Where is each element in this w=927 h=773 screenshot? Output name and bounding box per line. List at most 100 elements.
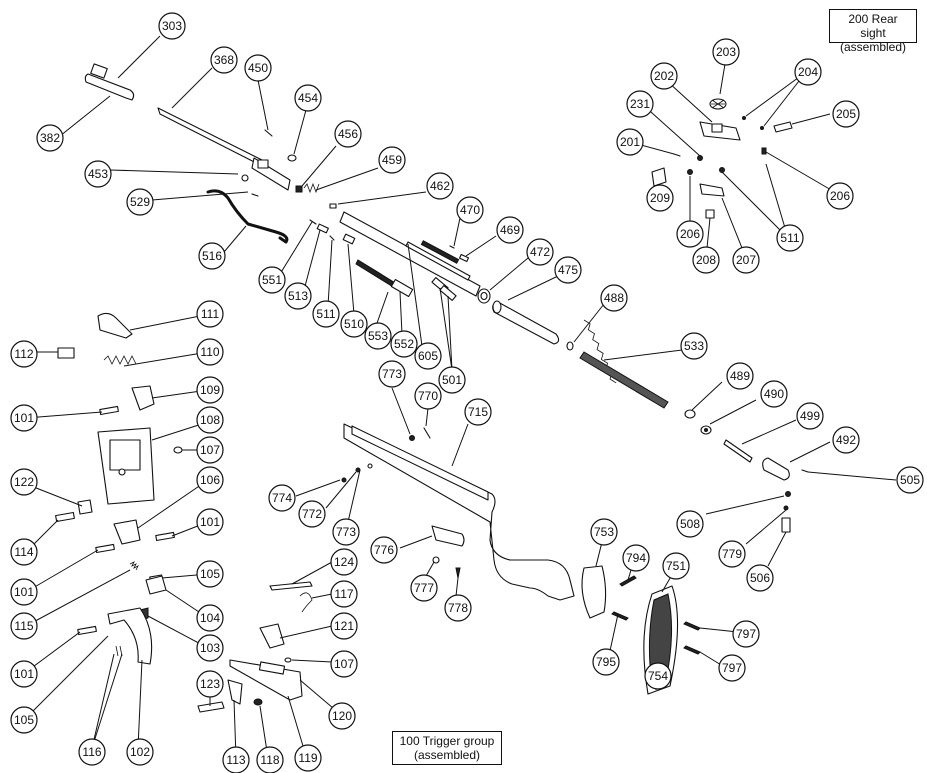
svg-text:551: 551 xyxy=(262,273,282,287)
svg-text:779: 779 xyxy=(722,547,742,561)
svg-text:754: 754 xyxy=(648,669,668,683)
callout-113: 113 xyxy=(222,746,250,773)
callout-456: 456 xyxy=(334,120,362,148)
callout-501: 501 xyxy=(438,366,466,394)
svg-text:231: 231 xyxy=(630,97,650,111)
callout-777: 777 xyxy=(410,574,438,602)
callout-794: 794 xyxy=(622,544,650,572)
callout-204: 204 xyxy=(794,58,822,86)
callout-201: 201 xyxy=(616,128,644,156)
svg-text:112: 112 xyxy=(14,347,33,361)
svg-text:492: 492 xyxy=(836,433,856,447)
callout-773-a: 773 xyxy=(378,360,406,388)
svg-text:120: 120 xyxy=(332,709,352,723)
trigger-group-label: 100 Trigger group (assembled) xyxy=(392,731,502,765)
callout-205: 205 xyxy=(832,100,860,128)
callout-499: 499 xyxy=(796,402,824,430)
callout-118: 118 xyxy=(256,746,284,773)
svg-text:553: 553 xyxy=(368,329,388,343)
svg-text:529: 529 xyxy=(130,195,150,209)
callout-106: 106 xyxy=(196,466,224,494)
callout-450: 450 xyxy=(244,54,272,82)
svg-text:475: 475 xyxy=(558,263,578,277)
callout-513: 513 xyxy=(284,282,312,310)
svg-text:510: 510 xyxy=(344,317,364,331)
svg-text:103: 103 xyxy=(200,641,220,655)
svg-text:797: 797 xyxy=(722,661,742,675)
callout-115: 115 xyxy=(10,612,38,640)
svg-text:206: 206 xyxy=(680,227,700,241)
callout-753: 753 xyxy=(590,518,618,546)
callout-107-b: 107 xyxy=(330,650,358,678)
callout-120: 120 xyxy=(328,702,356,730)
callout-453: 453 xyxy=(84,160,112,188)
callout-797-a: 797 xyxy=(732,620,760,648)
svg-text:204: 204 xyxy=(798,65,818,79)
svg-text:489: 489 xyxy=(730,369,750,383)
callout-797-b: 797 xyxy=(718,654,746,682)
callout-203: 203 xyxy=(712,38,740,66)
svg-text:124: 124 xyxy=(334,555,354,569)
callout-488: 488 xyxy=(600,284,628,312)
callout-123: 123 xyxy=(196,670,224,698)
callout-107-a: 107 xyxy=(196,436,224,464)
callout-462: 462 xyxy=(426,172,454,200)
callout-511: 511 xyxy=(312,300,340,328)
svg-text:453: 453 xyxy=(88,167,108,181)
callout-770: 770 xyxy=(414,382,442,410)
svg-text:101: 101 xyxy=(14,667,34,681)
svg-text:117: 117 xyxy=(334,587,353,601)
svg-text:111: 111 xyxy=(201,307,220,321)
callout-778: 778 xyxy=(444,594,472,622)
svg-text:118: 118 xyxy=(260,753,279,767)
svg-text:101: 101 xyxy=(14,585,34,599)
svg-text:105: 105 xyxy=(200,567,220,581)
callout-103: 103 xyxy=(196,634,224,662)
svg-text:777: 777 xyxy=(414,581,434,595)
callout-109: 109 xyxy=(196,376,224,404)
callout-206-b: 206 xyxy=(826,182,854,210)
callout-469: 469 xyxy=(496,216,524,244)
callout-119: 119 xyxy=(294,744,322,772)
svg-text:774: 774 xyxy=(272,491,292,505)
callout-207: 207 xyxy=(732,246,760,274)
callout-110: 110 xyxy=(196,338,224,366)
svg-text:106: 106 xyxy=(200,473,220,487)
leader-lines xyxy=(25,35,897,759)
callout-114: 114 xyxy=(10,538,38,566)
callout-111: 111 xyxy=(196,300,224,328)
callout-382: 382 xyxy=(36,124,64,152)
svg-text:501: 501 xyxy=(442,373,462,387)
callout-715: 715 xyxy=(464,398,492,426)
svg-text:121: 121 xyxy=(334,619,354,633)
callout-209: 209 xyxy=(646,184,674,212)
svg-text:101: 101 xyxy=(14,411,34,425)
callout-773-b: 773 xyxy=(332,518,360,546)
callout-202: 202 xyxy=(650,62,678,90)
svg-text:209: 209 xyxy=(650,191,670,205)
svg-text:207: 207 xyxy=(736,253,756,267)
svg-text:506: 506 xyxy=(750,571,770,585)
svg-text:516: 516 xyxy=(202,249,222,263)
callout-454: 454 xyxy=(294,84,322,112)
svg-text:382: 382 xyxy=(40,131,60,145)
svg-text:770: 770 xyxy=(418,389,438,403)
svg-text:490: 490 xyxy=(764,387,784,401)
svg-text:456: 456 xyxy=(338,127,358,141)
svg-text:511: 511 xyxy=(316,307,335,321)
svg-text:470: 470 xyxy=(460,203,480,217)
svg-text:113: 113 xyxy=(226,753,245,767)
svg-text:114: 114 xyxy=(14,545,33,559)
callout-116: 116 xyxy=(78,738,106,766)
svg-text:773: 773 xyxy=(382,367,402,381)
svg-text:772: 772 xyxy=(302,507,322,521)
callout-795: 795 xyxy=(592,648,620,676)
callout-472: 472 xyxy=(526,238,554,266)
callout-104: 104 xyxy=(196,604,224,632)
svg-text:115: 115 xyxy=(14,619,33,633)
svg-text:472: 472 xyxy=(530,245,550,259)
svg-text:450: 450 xyxy=(248,61,268,75)
callout-124: 124 xyxy=(330,548,358,576)
callout-117: 117 xyxy=(330,580,358,608)
